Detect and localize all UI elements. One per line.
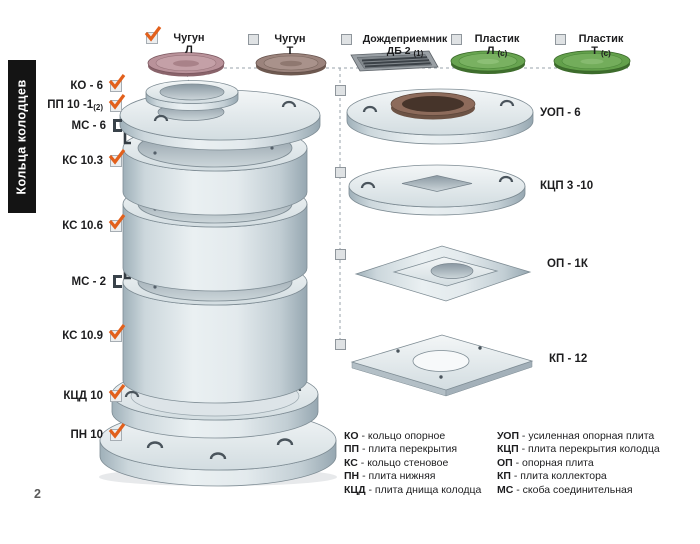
checkbox-empty-icon [451,34,462,45]
stack-label-ms6: МС - 6 [38,119,122,132]
top-item-cast-iron-l: Чугун Л [144,26,215,59]
legend-item: ПП - плита перекрытия [344,443,458,456]
legend-right-column: УОП - усиленная опорная плита КЦП - плит… [497,430,660,497]
top-item-label: Пластик Л (с) [474,33,520,58]
staple-icon [113,119,122,132]
check-orange-icon [108,324,126,342]
check-orange-icon [108,384,126,402]
checkbox-empty-icon [335,167,346,178]
check-orange-icon [108,423,126,441]
part-label: ПП 10 -1(2) [47,99,103,112]
top-item-plastic-t: Пластик Т (с) [555,33,631,60]
legend-item: КЦД - плита днища колодца [344,483,482,496]
legend-item: УОП - усиленная опорная плита [497,430,655,442]
checkbox-empty-icon [335,85,346,96]
stack-label-pp10: ПП 10 -1(2) [38,93,126,112]
page-number: 2 [34,487,41,501]
legend-item: КЦП - плита перекрытия колодца [497,443,660,456]
plate-column [346,88,534,397]
stack-label-ms2: МС - 2 [38,275,122,288]
checkbox-empty-icon [335,339,346,350]
part-op1k-support-plate [354,245,532,302]
check-orange-icon [108,74,126,92]
top-item-rain-grate: Дождеприемник ДБ 2 (1) [341,33,453,60]
stack-label-ko6: КО - 6 [38,74,126,92]
top-item-label: Чугун Т [274,33,306,57]
sidebar-title: Кольца колодцев [15,78,30,195]
part-label: МС - 6 [71,119,107,132]
cover-cast-iron-l [147,52,225,77]
top-item-label: Пластик Т (с) [578,33,624,58]
cover-plastic-l [450,50,526,74]
plate-label-op1k: ОП - 1К [547,258,588,270]
staple-icon [113,275,122,288]
stack-label-ks106: КС 10.6 [38,214,126,232]
cover-plastic-t [553,50,631,75]
part-kcp310-cover-plate [348,164,526,216]
checkbox-empty-icon [341,34,352,45]
check-orange-icon [108,214,126,232]
part-label: КС 10.3 [62,155,103,167]
checkbox-empty-icon [335,249,346,260]
part-label: КС 10.9 [62,330,103,342]
legend-item: ОП - опорная плита [497,456,594,469]
top-item-cast-iron-t: Чугун Т [248,33,316,60]
check-orange-icon [144,26,162,44]
check-orange-icon [108,149,126,167]
part-label: КЦД 10 [63,390,103,402]
stack-label-kcd10: КЦД 10 [38,384,126,402]
stack-label-pn10: ПН 10 [38,423,126,441]
legend-item: КО - кольцо опорное [344,430,446,442]
part-label: ПН 10 [70,429,103,441]
legend-item: КП - плита коллектора [497,470,607,483]
legend-item: МС - скоба соединительная [497,483,633,496]
part-ko6-support-ring [145,80,239,111]
part-uop6-reinforced-plate [346,88,534,145]
sidebar-tab: Кольца колодцев [8,60,36,213]
plate-label-kcp310: КЦП 3 -10 [540,180,594,192]
stack-label-ks109: КС 10.9 [38,324,126,342]
rain-grate-db2 [350,50,439,72]
part-label: КС 10.6 [62,220,103,232]
checkbox-empty-icon [555,34,566,45]
legend-left-column: КО - кольцо опорное ПП - плита перекрыти… [344,430,481,497]
part-label: МС - 2 [71,275,107,288]
part-kp12-collector-plate [350,334,534,397]
top-item-label: Дождеприемник ДБ 2 (1) [362,33,448,58]
plate-label-uop6: УОП - 6 [540,107,581,119]
legend-item: ПН - плита нижняя [344,470,436,483]
top-item-label: Чугун Л [173,32,205,56]
plate-label-kp12: КП - 12 [549,353,588,365]
check-orange-icon [108,93,126,112]
legend-item: КС - кольцо стеновое [344,456,449,469]
cover-cast-iron-t [255,53,327,76]
well-stack [99,80,337,487]
checkbox-empty-icon [248,34,259,45]
covers-row [147,50,631,77]
stack-label-ks103: КС 10.3 [38,149,126,167]
top-item-plastic-l: Пластик Л (с) [451,33,527,60]
part-label: КО - 6 [70,80,103,92]
